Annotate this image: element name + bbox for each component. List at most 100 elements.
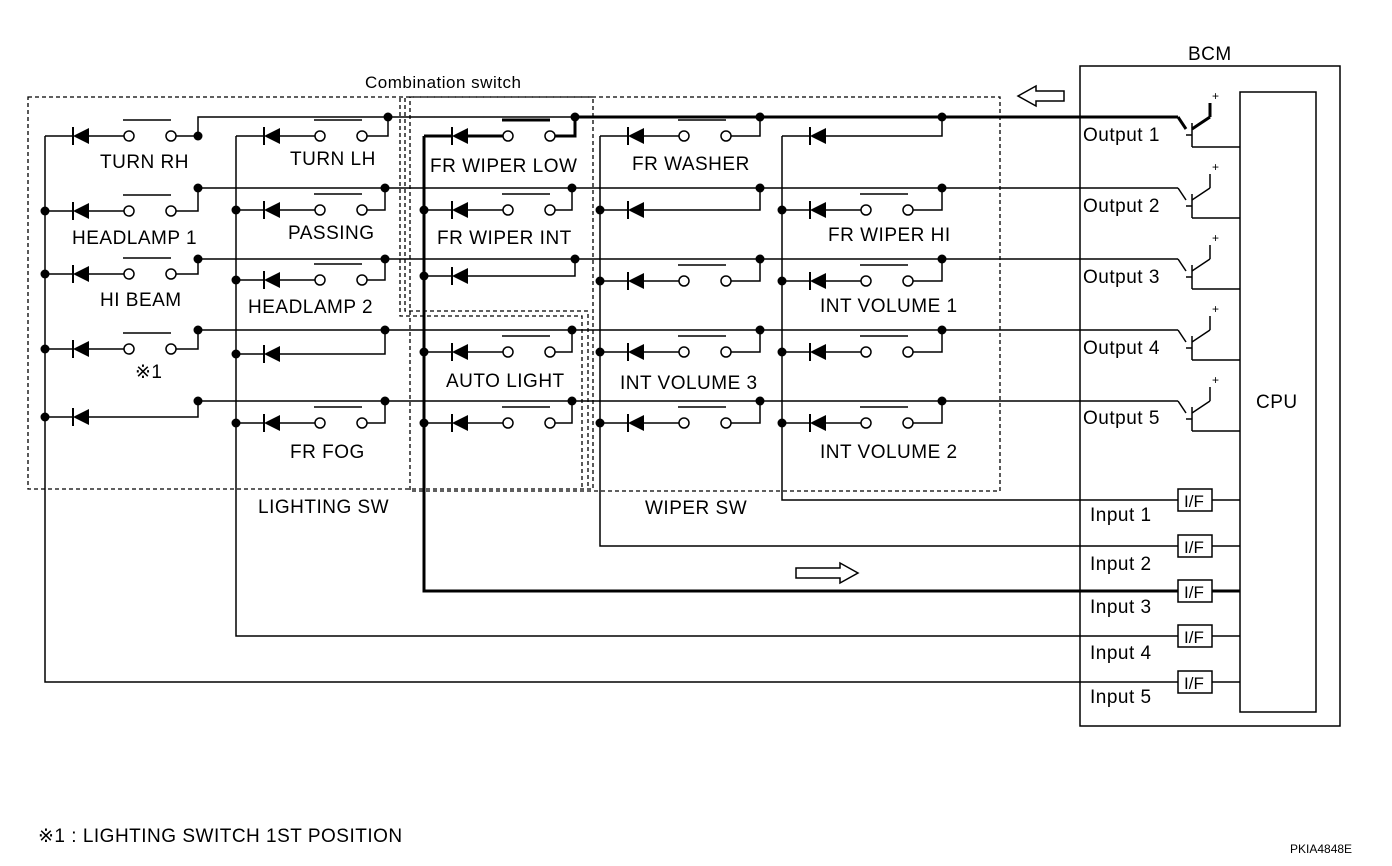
input-labels: Input 1 Input 2 Input 3 Input 4 Input 5 <box>1090 505 1152 708</box>
junction-dot <box>755 396 765 406</box>
output-labels: Output 1 Output 2 Output 3 Output 4 Outp… <box>1083 125 1160 429</box>
diode-icon <box>809 127 826 145</box>
output-4-label: Output 4 <box>1083 338 1160 359</box>
junction-dot <box>937 254 947 264</box>
diode-icon <box>72 127 89 145</box>
diode-icon <box>263 127 280 145</box>
interface-block-5: I/F <box>1177 670 1240 694</box>
lighting-1st-position-switch <box>123 332 177 355</box>
diode-icon <box>627 343 644 361</box>
input-4-line <box>235 136 1178 637</box>
output-lines <box>197 115 1178 402</box>
arrow-left-icon <box>1016 84 1065 108</box>
junction-dot <box>380 396 390 406</box>
wiper-row-3-switch <box>678 264 732 287</box>
diode-icon <box>263 201 280 219</box>
switch-rows <box>40 112 947 432</box>
junction-dot <box>567 183 577 193</box>
footnote: ※1 : LIGHTING SWITCH 1ST POSITION <box>38 826 403 847</box>
supply-plus-sign: + <box>1212 89 1219 103</box>
junction-dot <box>937 183 947 193</box>
diode-icon <box>627 272 644 290</box>
diode-icon <box>809 201 826 219</box>
switch-housings: Combination switch <box>27 73 1001 492</box>
output-transistor-2: + <box>1177 160 1240 219</box>
input-1-label: Input 1 <box>1090 505 1152 526</box>
label-fr-wiper-low: FR WIPER LOW <box>430 156 577 177</box>
junction-dot <box>937 396 947 406</box>
combination-switch-title: Combination switch <box>365 73 521 92</box>
label-auto-light: AUTO LIGHT <box>446 371 565 392</box>
interface-label: I/F <box>1184 583 1204 602</box>
bcm-internals: + + + + + I/F I/F I/F I/F I/F <box>1176 89 1240 694</box>
label-lighting-sw: LIGHTING SW <box>258 497 389 518</box>
output-transistor-3: + <box>1177 231 1240 290</box>
input-4-label: Input 4 <box>1090 643 1152 664</box>
diode-icon <box>263 271 280 289</box>
junction-dot <box>937 325 947 335</box>
fr-wiper-hi-switch <box>860 193 914 216</box>
int-volume-2-switch <box>860 406 914 429</box>
diode-icon <box>451 201 468 219</box>
label-int-volume-3: INT VOLUME 3 <box>620 373 758 394</box>
junction-dot <box>193 396 203 406</box>
diode-icon <box>263 345 280 363</box>
label-int-volume-2: INT VOLUME 2 <box>820 442 958 463</box>
signal-direction-arrows <box>795 84 1065 585</box>
diode-icon <box>72 340 89 358</box>
passing-switch <box>314 193 368 216</box>
junction-dot <box>383 112 393 122</box>
interface-block-2: I/F <box>1177 534 1240 558</box>
output-transistor-5: + <box>1177 373 1240 432</box>
output-transistor-4: + <box>1177 302 1240 361</box>
output-5-label: Output 5 <box>1083 408 1160 429</box>
interface-block-1: I/F <box>1177 488 1240 512</box>
diode-icon <box>451 267 468 285</box>
diode-icon <box>72 265 89 283</box>
diode-icon <box>809 343 826 361</box>
supply-plus-sign: + <box>1212 302 1219 316</box>
interface-label: I/F <box>1184 628 1204 647</box>
interface-label: I/F <box>1184 492 1204 511</box>
input-buses <box>44 136 1178 683</box>
junction-dot <box>755 183 765 193</box>
diode-icon <box>809 414 826 432</box>
interface-label: I/F <box>1184 674 1204 693</box>
label-passing: PASSING <box>288 223 375 244</box>
diode-icon <box>627 201 644 219</box>
diode-icon <box>451 343 468 361</box>
junction-dot <box>380 325 390 335</box>
auto-light-switch <box>502 335 556 358</box>
diode-icon <box>263 414 280 432</box>
wiper-row-5-switch <box>502 406 556 429</box>
junction-dot <box>193 325 203 335</box>
label-note-ref: ※1 <box>135 362 163 383</box>
fr-wiper-int-switch <box>502 193 556 216</box>
turn-lh-switch <box>314 119 368 142</box>
interface-label: I/F <box>1184 538 1204 557</box>
input-1-line <box>781 136 1178 501</box>
switch-labels: TURN RH HEADLAMP 1 HI BEAM ※1 TURN LH PA… <box>72 149 958 519</box>
figure-code: PKIA4848E <box>1290 842 1352 856</box>
supply-plus-sign: + <box>1212 373 1219 387</box>
input-2-line <box>599 136 1178 547</box>
diode-icon <box>627 414 644 432</box>
label-fr-fog: FR FOG <box>290 442 365 463</box>
turn-rh-switch <box>123 119 177 142</box>
input-5-label: Input 5 <box>1090 687 1152 708</box>
label-headlamp-2: HEADLAMP 2 <box>248 297 373 318</box>
label-fr-washer: FR WASHER <box>632 154 750 175</box>
int-volume-1-switch <box>860 264 914 287</box>
input-3-line <box>422 136 1178 593</box>
junction-dot <box>570 112 580 122</box>
diode-icon <box>451 414 468 432</box>
junction-dot <box>570 254 580 264</box>
wiper-switch-housing <box>409 96 1001 492</box>
junction-dot <box>937 112 947 122</box>
label-fr-wiper-int: FR WIPER INT <box>437 228 572 249</box>
input-3-label: Input 3 <box>1090 597 1152 618</box>
bcm-module: BCM CPU <box>1079 44 1341 727</box>
bcm-label: BCM <box>1188 44 1232 65</box>
fr-fog-switch <box>314 406 368 429</box>
interface-block-4: I/F <box>1177 624 1240 648</box>
